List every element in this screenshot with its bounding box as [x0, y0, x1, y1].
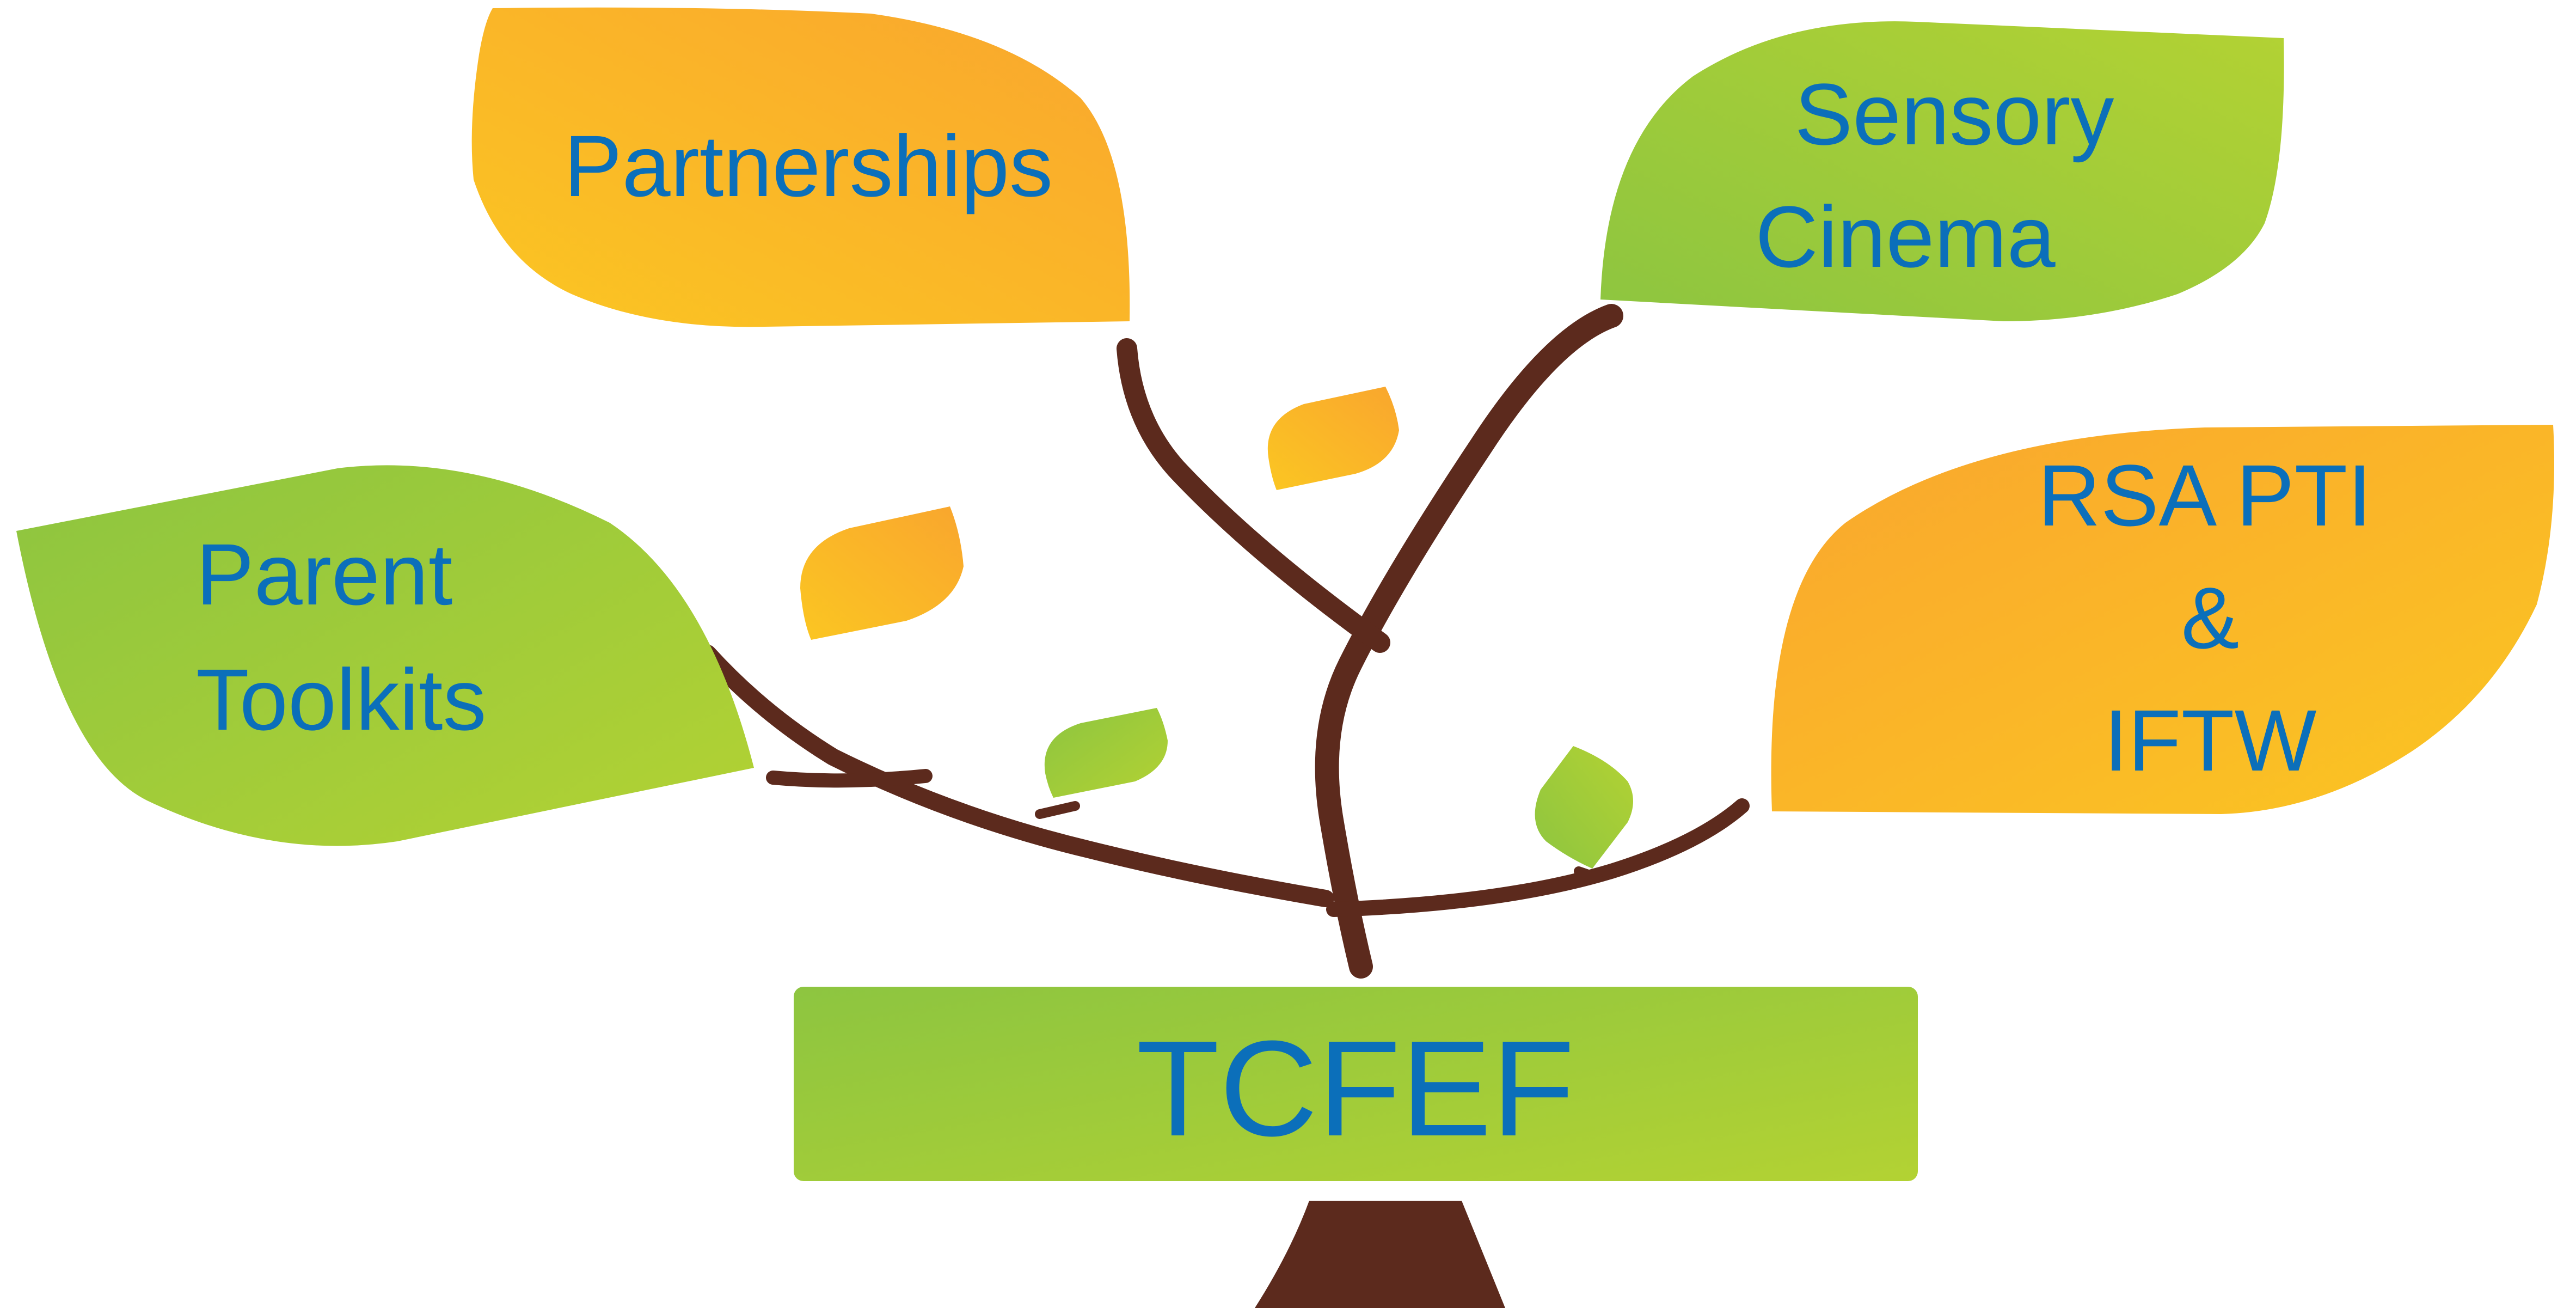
branch-left — [699, 645, 1334, 907]
leaf-sensory-cinema-line1: Sensory — [1795, 65, 2114, 163]
tree-branches — [699, 304, 1750, 979]
leaf-rsa-pti-iftw-line1: RSA PTI — [2038, 447, 2372, 544]
base-bar: TCFEF — [794, 987, 1918, 1181]
leaf-rsa-pti-iftw: RSA PTI & IFTW — [1771, 425, 2554, 814]
leaf-partnerships-shape — [471, 7, 1130, 327]
small-leaf-green-1 — [1044, 708, 1168, 798]
leaf-sensory-cinema-line2: Cinema — [1755, 188, 2055, 285]
leaf-rsa-pti-iftw-line2: & — [2181, 569, 2240, 667]
branch-left-twig — [766, 769, 933, 788]
small-leaf-orange-2 — [800, 506, 964, 640]
leaf-partnerships: Partnerships — [471, 7, 1130, 327]
branch-main — [1315, 304, 1623, 979]
leaf-parent-toolkits: Parent Toolkits — [16, 465, 754, 846]
leaf-parent-toolkits-shape — [16, 465, 754, 846]
leaf-parent-toolkits-line2: Toolkits — [196, 651, 487, 748]
leaf-sensory-cinema-shape — [1600, 21, 2284, 321]
small-leaf-orange-1 — [1267, 387, 1399, 490]
trunk-stand — [1255, 1201, 1505, 1308]
leaf-rsa-pti-iftw-line3: IFTW — [2104, 692, 2317, 789]
twig-1 — [1035, 801, 1080, 819]
leaf-rsa-pti-iftw-shape — [1771, 425, 2554, 814]
leaf-sensory-cinema: Sensory Cinema — [1600, 21, 2284, 321]
leaf-partnerships-label: Partnerships — [564, 117, 1053, 215]
base-bar-shape — [794, 987, 1918, 1181]
branch-partnerships — [1117, 338, 1390, 653]
leaf-parent-toolkits-line1: Parent — [196, 525, 452, 623]
tree-trunk — [1255, 1201, 1505, 1308]
base-bar-label: TCFEF — [1136, 1012, 1574, 1164]
twig-2 — [1574, 866, 1603, 883]
small-leaf-green-2 — [1535, 746, 1633, 869]
